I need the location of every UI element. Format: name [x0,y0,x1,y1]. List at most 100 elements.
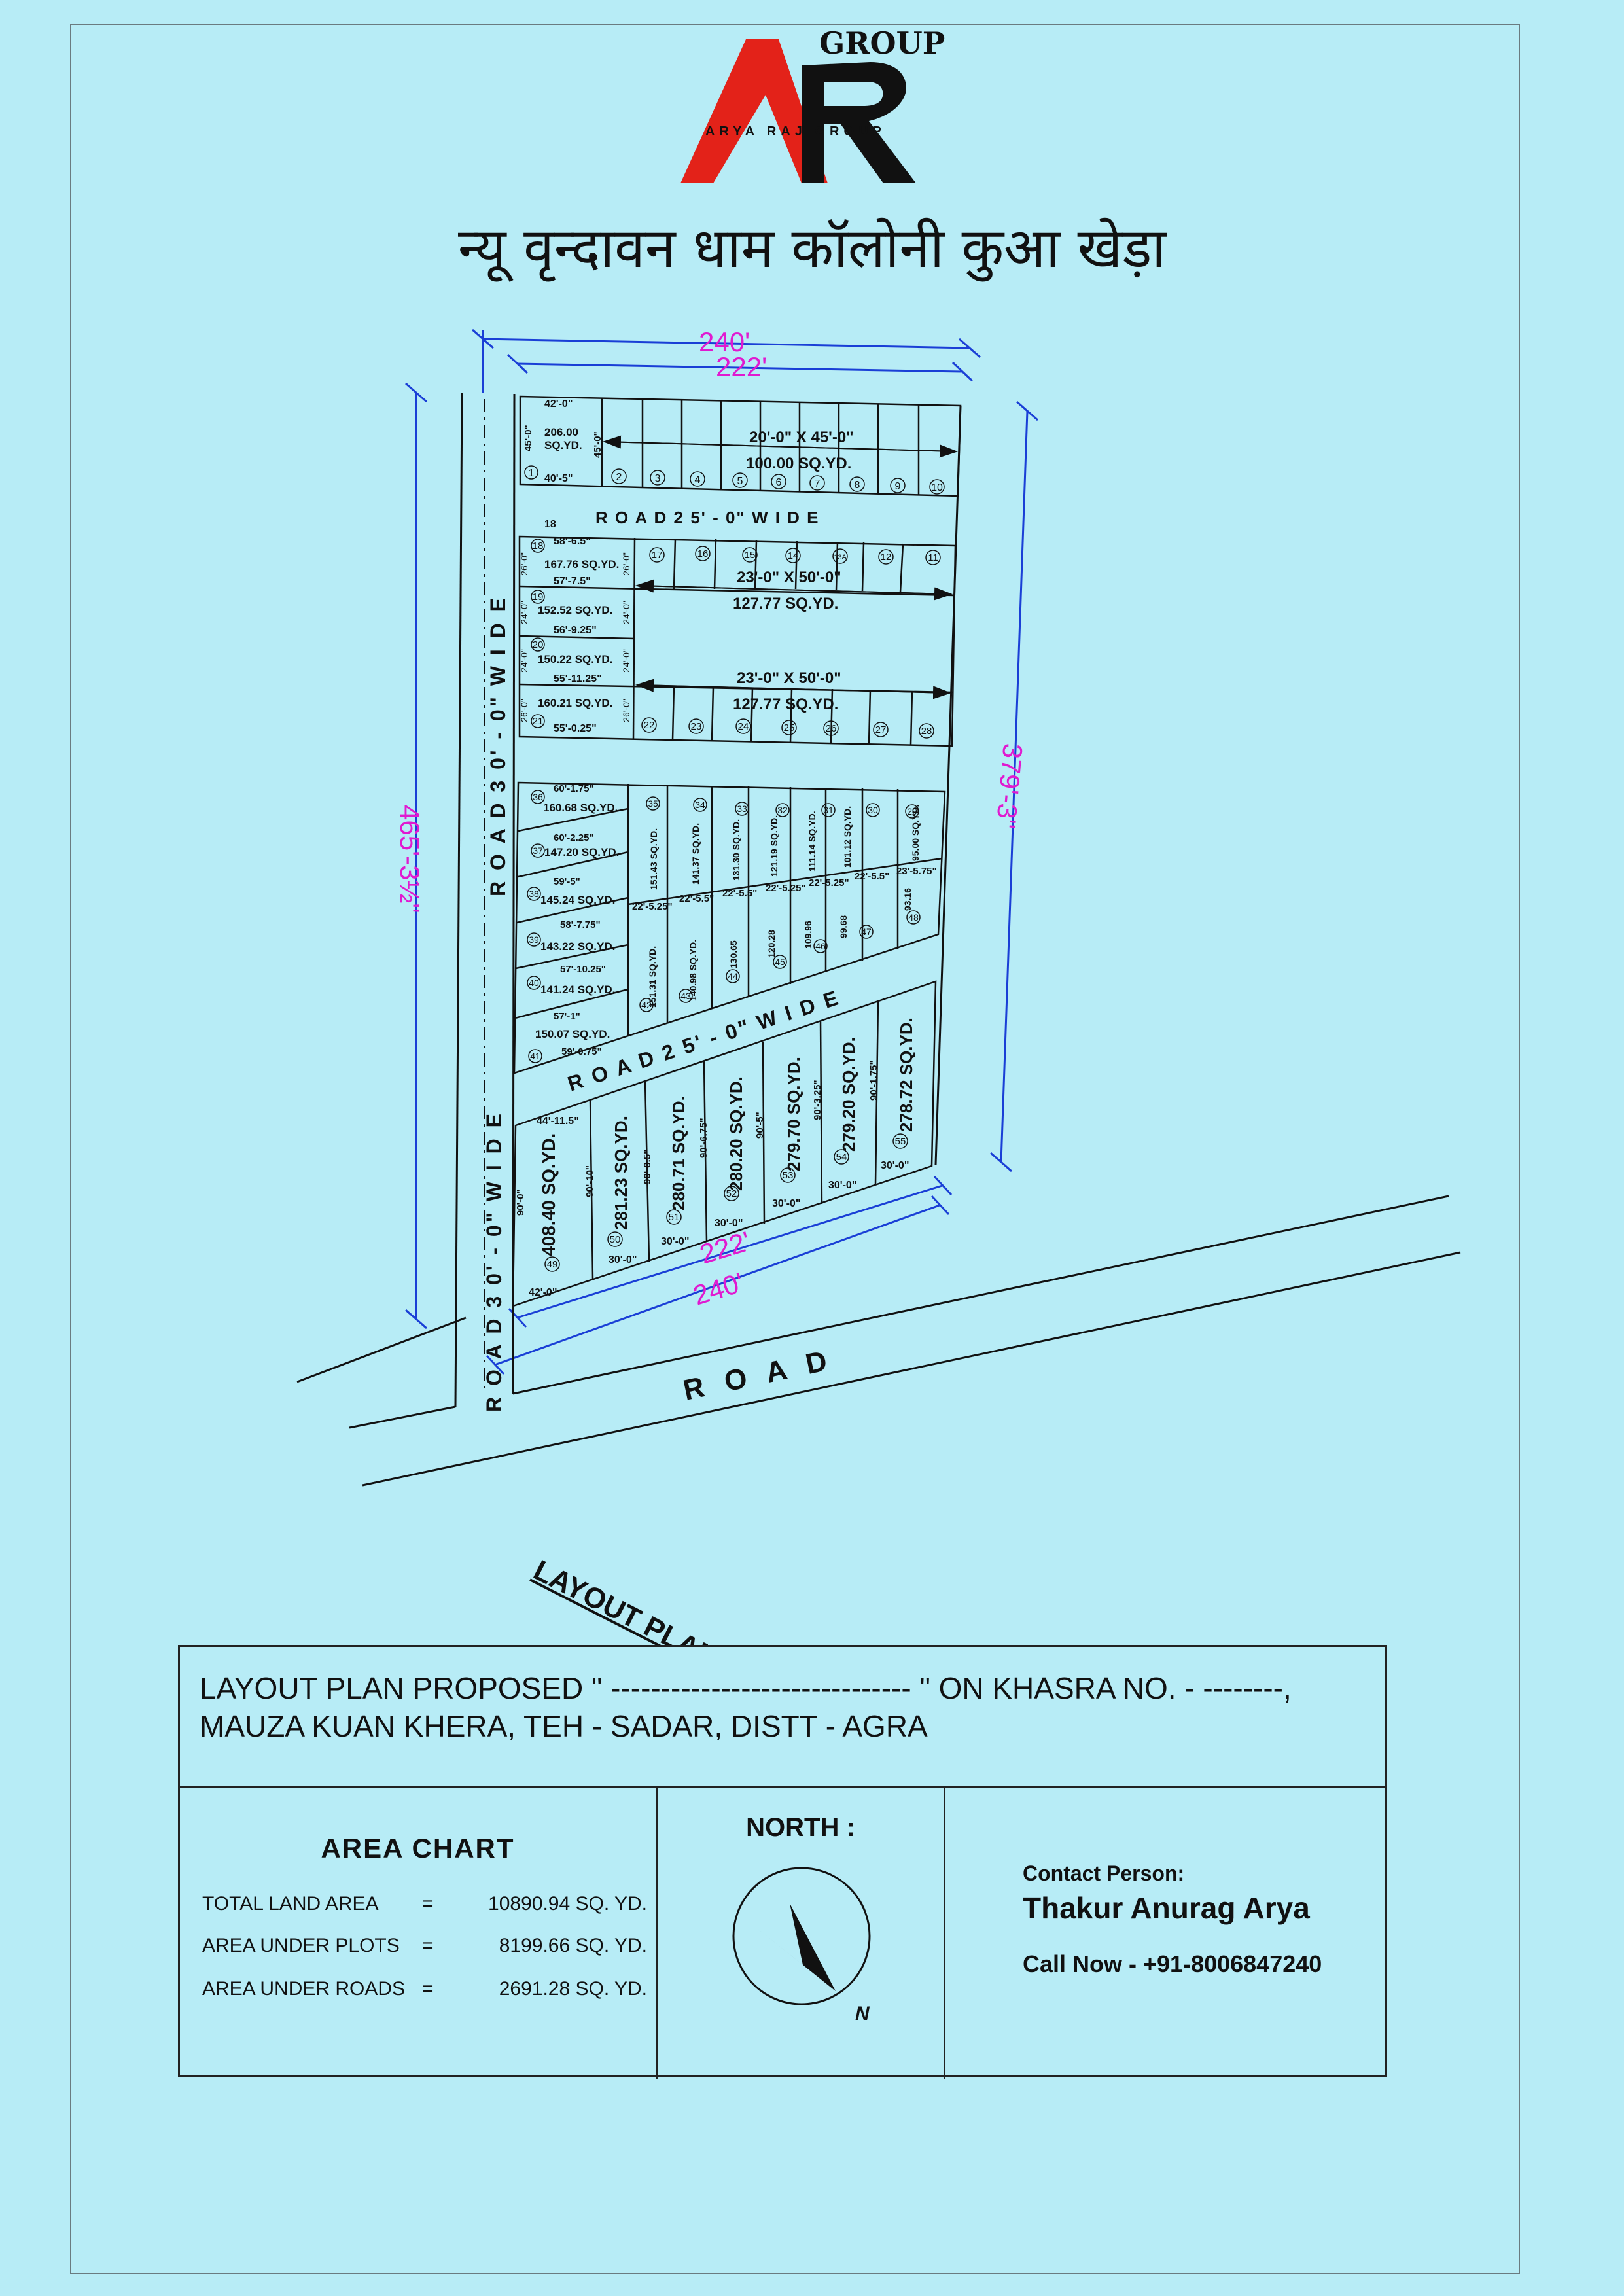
plot-area: 151.43 SQ.YD. [648,828,659,890]
proposal-line-1: LAYOUT PLAN PROPOSED " -----------------… [200,1671,1292,1705]
plot-number: 20 [533,639,544,650]
svg-text:1: 1 [529,468,535,479]
block-1-corner-unit: SQ.YD. [544,439,582,451]
plot-number: 21 [533,716,544,727]
plot-number: 44 [728,971,738,981]
dim-right: 379'-3" [991,742,1029,830]
row-dim: 57'-1" [554,1011,580,1022]
logo-group-word: GROUP [819,26,945,61]
plot-number: 23 [691,721,702,732]
block-1-plot-size: 20'-0" X 45'-0" [749,429,854,446]
plot-number: 15 [745,550,756,561]
plot-number: 31 [823,805,834,815]
block-2-plot-area-1: 127.77 SQ.YD. [733,595,838,612]
row-dim: 58'-7.75" [560,919,601,930]
plot-area: 278.72 SQ.YD. [896,1017,916,1132]
block-2-plot-area-2: 127.77 SQ.YD. [733,696,838,713]
plot-number: 41 [530,1051,540,1061]
row-dim: 42'-0" [529,1287,557,1298]
contact-name: Thakur Anurag Arya [1023,1891,1310,1925]
block-1-corner-top: 42'-0" [544,398,573,410]
plot-number: 35 [648,798,658,809]
svg-text:4: 4 [695,474,701,486]
block-3-lower-areas: 151.31 SQ.YD. 140.98 SQ.YD. 130.65 120.2… [647,888,913,1008]
area-label: AREA UNDER ROADS [202,1978,406,2000]
block-4-plot-numbers: 49 50 51 52 53 54 55 [544,1133,908,1272]
plot-number: 54 [836,1152,847,1163]
arya-raj-group-logo: GROUP ARYA RAJ GROUP [680,26,945,183]
width-dim: 30'-0" [609,1254,637,1265]
svg-text:10: 10 [931,482,943,493]
mid-dim: 23'-5.75" [896,866,937,877]
plot-area: 120.28 [766,930,777,958]
proposal-header: LAYOUT PLAN PROPOSED " -----------------… [180,1647,1385,1788]
plot-number: 40 [529,978,539,988]
block-2-outline [518,535,957,747]
area-value: 10890.94 SQ. YD. [488,1893,647,1915]
area-chart: AREA CHART TOTAL LAND AREA = 10890.94 SQ… [180,1788,658,2079]
plot-number: 9 [890,478,906,493]
block-1-corner-side2: 45'-0" [592,431,603,458]
row-area: 160.68 SQ.YD. [543,802,618,814]
plot-number: 45 [775,957,785,967]
row-area: 147.20 SQ.YD. [544,846,619,858]
plot-number: 18 [533,540,544,552]
plot-number: 46 [815,941,826,951]
area-eq: = [422,1978,434,2000]
dimension-lines [405,328,1038,1375]
svg-text:6: 6 [776,477,782,488]
plot-area: 281.23 SQ.YD. [611,1116,631,1230]
dim-top-outer: 240' [699,327,750,357]
side-dim: 90'-6.75" [698,1118,709,1158]
row-dim: 59'-5" [554,876,580,887]
block-1-plot-area: 100.00 SQ.YD. [746,455,851,472]
row-area: 160.21 SQ.YD. [538,697,612,709]
road-30-upper-label: R O A D 3 0' - 0" W I D E [486,595,510,896]
side-dim: 26'-0" [519,699,529,722]
plot-area: 130.65 [728,940,739,968]
block-3-upper-numbers: 35 34 33 32 31 30 29 [646,796,919,819]
road-25-top-label: R O A D 2 5' - 0" W I D E [595,508,820,527]
plot-area: 279.70 SQ.YD. [784,1057,803,1171]
plot-number: 36 [533,792,543,802]
logo-letter-a [680,39,828,183]
contact-phone[interactable]: Call Now - +91-8006847240 [1023,1951,1322,1977]
row-dim: 60'-1.75" [554,783,594,794]
road-30-lower-label: R O A D 3 0' - 0" W I D E [482,1111,506,1412]
plot-area: 408.40 SQ.YD. [538,1133,559,1256]
plot-number: 30 [868,805,878,815]
plot-number: 13A [834,554,847,561]
area-eq: = [422,1935,434,1956]
block-1-corner-side: 45'-0" [523,425,534,451]
row-dim: 55'-0.25" [554,723,597,734]
plot-number: 50 [610,1234,621,1245]
svg-text:8: 8 [855,480,860,491]
svg-text:7: 7 [815,478,821,489]
plot-area: 93.16 [902,888,913,911]
row-area: 141.24 SQ.YD. [540,983,615,996]
plot-area: 101.12 SQ.YD. [842,806,853,868]
block-1-corner-area: 206.00 [544,426,578,438]
plot-number: 18 [544,519,556,530]
mid-dim: 22'-5.5" [679,893,714,904]
row-dim: 44'-11.5" [537,1116,579,1127]
plot-area: 279.20 SQ.YD. [839,1037,858,1152]
row-area: 167.76 SQ.YD. [544,558,619,571]
info-panel: LAYOUT PLAN PROPOSED " -----------------… [178,1645,1387,2079]
north-n-letter: N [855,2003,870,2024]
plot-number: 3 [650,470,665,486]
plot-number: 53 [783,1170,794,1181]
block-3-left-numbers: 36 37 38 39 40 41 [527,790,545,1063]
block-3-mid-dims: 22'-5.25" 22'-5.5" 22'-5.5" 22'-5.25" 22… [632,866,937,912]
plot-number: 5 [732,472,748,488]
side-dim: 90'-1.75" [868,1060,879,1101]
plot-number: 28 [921,726,932,737]
block-2-dim-arrow-1b [635,579,951,595]
plot-number: 25 [784,722,795,733]
block-2-side-dims: 26'-0" 24'-0" 24'-0" 26'-0" 26'-0" 24'-0… [519,552,631,722]
row-dim: 59'-0.75" [561,1046,602,1057]
page-border [70,24,1520,2274]
plot-number: 49 [547,1259,558,1270]
dim-bottom-inner: 222' [696,1226,754,1270]
svg-text:9: 9 [895,481,901,492]
